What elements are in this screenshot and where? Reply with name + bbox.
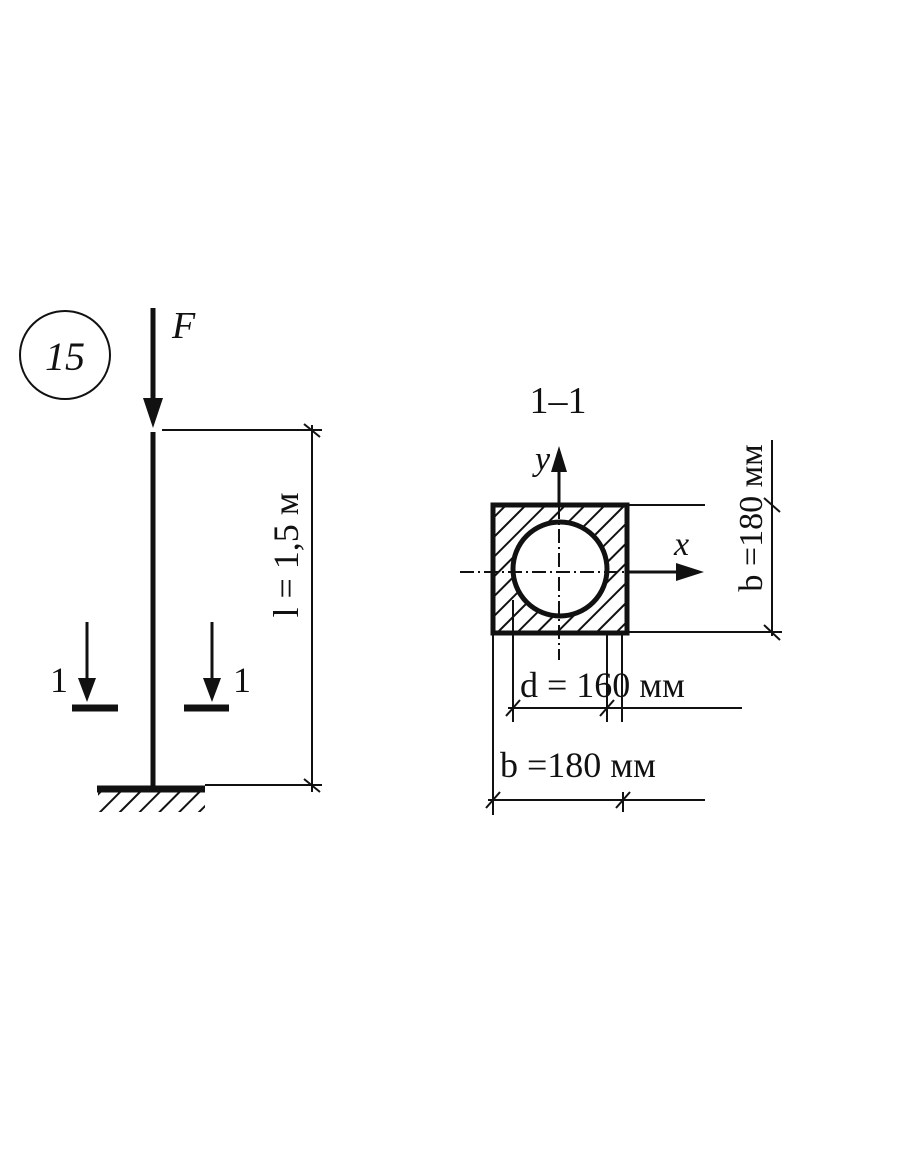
problem-number-badge: 15 xyxy=(19,310,111,400)
x-axis-label: x xyxy=(673,526,689,563)
fixed-support xyxy=(97,785,205,812)
cross-section xyxy=(460,502,630,660)
y-axis-label: y xyxy=(532,441,551,478)
force-label: F xyxy=(171,305,196,347)
section-mark-left: 1 xyxy=(50,622,118,712)
y-axis: y xyxy=(532,441,567,505)
d-dimension: d = 160 мм xyxy=(505,600,742,722)
section-title: 1–1 xyxy=(530,380,587,422)
b-vertical-dimension: b =180 мм xyxy=(627,440,782,641)
d-label: d = 160 мм xyxy=(520,665,685,705)
b-horizontal-label: b =180 мм xyxy=(500,745,656,785)
length-dimension: l = 1,5 м xyxy=(162,423,322,793)
section-label-left: 1 xyxy=(50,660,68,700)
x-axis: x xyxy=(628,526,704,581)
b-vertical-label: b =180 мм xyxy=(733,444,770,591)
b-horizontal-dimension: b =180 мм xyxy=(485,633,705,815)
length-label: l = 1,5 м xyxy=(266,492,306,617)
section-label-right: 1 xyxy=(233,660,251,700)
section-mark-right: 1 xyxy=(184,622,251,712)
problem-number: 15 xyxy=(45,334,85,379)
force-arrow: F xyxy=(143,305,196,428)
